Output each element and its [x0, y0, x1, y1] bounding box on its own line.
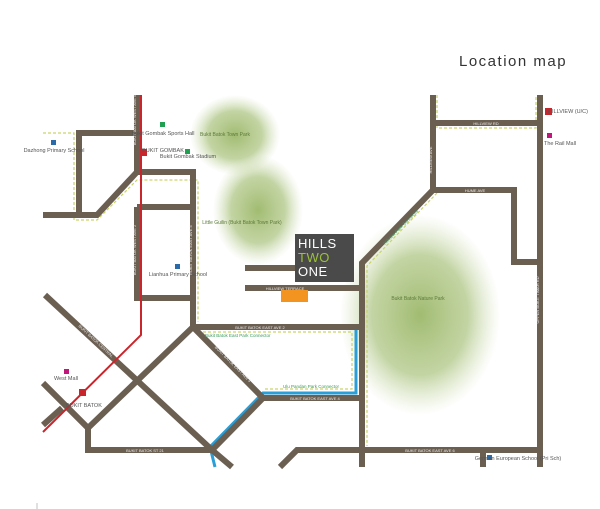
park-area — [213, 155, 303, 265]
mrt-line — [42, 95, 142, 433]
road-label: UPPER BUKIT TIMAH RD — [535, 276, 540, 323]
road-label: BUKIT BATOK WEST AVE 2 — [132, 224, 137, 275]
landmark-label: German European School (Pri Sch) — [475, 456, 562, 462]
road-label: BUKIT BATOK EAST AVE 6 — [405, 448, 455, 453]
park-label: Little Guilin (Bukit Batok Town Park) — [202, 220, 282, 226]
site-marker — [281, 290, 308, 302]
road-label: BUKIT BATOK WEST AVE 5 — [132, 94, 137, 145]
connector-label: Bukit Batok East Park Connector — [205, 333, 271, 338]
train-icon — [545, 108, 552, 115]
road-label: BUKIT BATOK CENTRAL — [78, 323, 115, 358]
road-label: HUME AVE — [465, 188, 486, 193]
parks — [190, 95, 500, 415]
park-label: Bukit Batok Nature Park — [391, 296, 445, 302]
landmark-label: West Mall — [54, 376, 78, 382]
station-label: BUKIT BATOK — [66, 403, 102, 409]
logo-line: ONE — [298, 264, 328, 279]
train-icon — [140, 149, 147, 156]
development-logo: HILLS TWO ONE — [295, 234, 354, 282]
landmark-label: Bukit Gombak Sports Hall — [132, 131, 195, 137]
sports-icon — [185, 149, 190, 154]
park-label: Bukit Batok Town Park — [200, 132, 250, 138]
page-title: Location map — [459, 53, 568, 70]
school-icon — [175, 264, 180, 269]
park-area — [190, 95, 280, 175]
road-label: BUKIT BATOK ST 21 — [126, 448, 164, 453]
landmarks: Dazhong Primary School Lianhua Primary S… — [24, 122, 576, 462]
logo-line: HILLS — [298, 236, 337, 251]
road-label: HILLVIEW RD — [473, 121, 498, 126]
mall-icon — [547, 133, 552, 138]
station-label: HILLVIEW (U/C) — [548, 109, 588, 115]
school-icon — [51, 140, 56, 145]
mrt-stations: BUKIT GOMBAK BUKIT BATOK HILLVIEW (U/C) — [66, 108, 588, 409]
connector-label: Ulu Pandan Park Connector — [283, 384, 340, 389]
station-label: BUKIT GOMBAK — [142, 148, 184, 154]
road-label: BUKIT BATOK EAST AVE 5 — [188, 225, 193, 275]
train-icon — [79, 389, 86, 396]
school-icon — [487, 455, 492, 460]
park-connectors — [43, 95, 537, 468]
park-area — [340, 215, 500, 415]
mall-icon — [64, 369, 69, 374]
road-label: HILLVIEW TERRACE — [266, 286, 305, 291]
park-labels: Bukit Batok Town Park Little Guilin (Buk… — [200, 132, 445, 302]
roads — [40, 95, 543, 470]
road-label: BUKIT BATOK EAST AVE 4 — [290, 396, 340, 401]
landmark-label: Bukit Gombak Stadium — [160, 154, 217, 160]
logo-line: TWO — [298, 250, 330, 265]
road-label: BUKIT BATOK EAST AVE 3 — [214, 345, 253, 384]
sports-icon — [160, 122, 165, 127]
landmark-label: Lianhua Primary School — [149, 272, 207, 278]
landmark-label: Dazhong Primary School — [24, 148, 85, 154]
landmark-label: The Rail Mall — [544, 141, 576, 147]
road-label: BUKIT BATOK EAST AVE 2 — [235, 325, 285, 330]
road-label: HILLVIEW AVE — [428, 146, 433, 173]
